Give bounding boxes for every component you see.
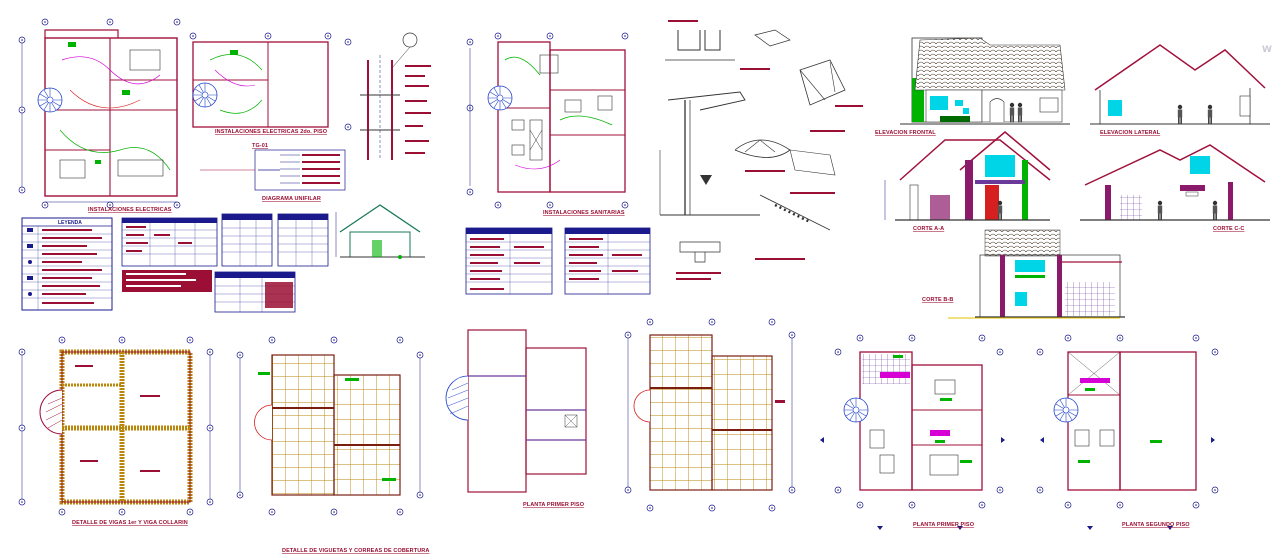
table-leyenda: LEYENDA [21, 217, 113, 311]
corte-b: CORTE B-B [922, 229, 1125, 319]
title-instalaciones-sanitarias: INSTALACIONES SANITARIAS [543, 210, 625, 216]
title-instalaciones-electricas-1: INSTALACIONES ELECTRICAS [88, 207, 172, 213]
title-elevacion-frontal: ELEVACION FRONTAL [875, 130, 936, 136]
riser-section-electrical [360, 32, 431, 160]
title-detalle-vigas: DETALLE DE VIGAS 1er Y VIGA COLLARIN [72, 520, 188, 526]
table-cuadro-cargas [121, 217, 218, 292]
watermark-logo: W [1262, 45, 1272, 55]
plan-detalle-vigas: DETALLE DE VIGAS 1er Y VIGA COLLARIN [18, 336, 214, 526]
title-planta-primer-piso-2: PLANTA PRIMER PISO [913, 522, 975, 528]
corte-c: CORTE C-C [1080, 144, 1270, 232]
elevacion-frontal: ELEVACION FRONTAL [875, 37, 1070, 136]
plan-segundo-piso: PLANTA SEGUNDO PISO [1036, 334, 1219, 530]
construction-details [659, 20, 863, 280]
title-tg: TG-01 [252, 143, 268, 149]
title-detalle-cobertura: DETALLE DE VIGUETAS Y CORREAS DE COBERTU… [282, 548, 429, 554]
plan-detalle-cobertura: DETALLE DE VIGUETAS Y CORREAS DE COBERTU… [236, 336, 429, 554]
plan-cobertura-2 [624, 318, 796, 512]
plan-primer-piso-2: PLANTA PRIMER PISO [820, 334, 1005, 530]
elevacion-lateral: ELEVACION LATERAL W [1090, 44, 1272, 136]
title-diagrama-unifilar: DIAGRAMA UNIFILAR [262, 196, 321, 202]
title-planta-primer-piso-1: PLANTA PRIMER PISO [523, 502, 585, 508]
plan-primer-piso-1: PLANTA PRIMER PISO [445, 329, 587, 508]
title-planta-segundo-piso: PLANTA SEGUNDO PISO [1122, 522, 1190, 528]
diagram-unifilar: TG-01 DIAGRAMA UNIFILAR [200, 143, 346, 202]
plan-instalaciones-sanitarias: INSTALACIONES SANITARIAS [466, 32, 629, 216]
title-elevacion-lateral: ELEVACION LATERAL [1100, 130, 1161, 136]
title-leyenda: LEYENDA [58, 220, 82, 226]
corte-a: CORTE A-A [884, 131, 1051, 232]
table-resumen-1 [214, 213, 329, 313]
plan-instalaciones-electricas-1: INSTALACIONES ELECTRICAS [18, 18, 181, 213]
tables-sanitarias [465, 227, 651, 295]
title-instalaciones-electricas-2: INSTALACIONES ELECTRICAS 2do. PISO [215, 129, 328, 135]
title-corte-c: CORTE C-C [1213, 226, 1244, 232]
title-corte-a: CORTE A-A [913, 226, 944, 232]
plan-instalaciones-electricas-2: INSTALACIONES ELECTRICAS 2do. PISO [189, 32, 352, 135]
title-corte-b: CORTE B-B [922, 297, 953, 303]
section-small-house [335, 204, 425, 259]
